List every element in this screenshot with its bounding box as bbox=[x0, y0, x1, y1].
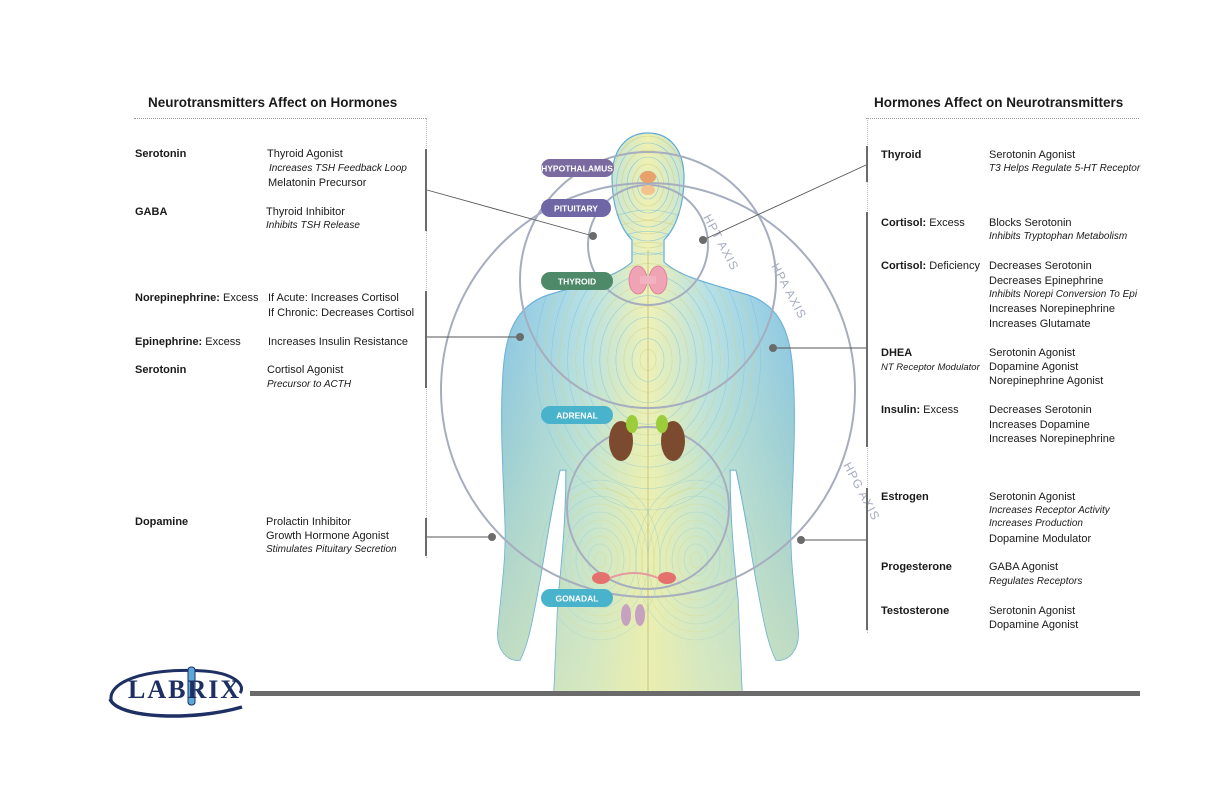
gonadal-circle bbox=[566, 426, 730, 590]
bottom-rule bbox=[250, 691, 1140, 696]
hpa-axis-circle bbox=[519, 151, 777, 409]
right-effect: Increases Glutamate bbox=[989, 318, 1091, 330]
left-effect: Thyroid Inhibitor bbox=[266, 206, 345, 218]
right-hormone-insulin: Insulin: Excess bbox=[881, 404, 959, 416]
connector-lines bbox=[426, 164, 867, 544]
right-hormone-progesterone: Progesterone bbox=[881, 561, 952, 573]
right-effect: Increases Norepinephrine bbox=[989, 303, 1115, 315]
left-title-rule bbox=[134, 118, 426, 119]
right-panel-title: Hormones Affect on Neurotransmitters bbox=[874, 95, 1124, 110]
left-effect: Growth Hormone Agonist bbox=[266, 530, 389, 542]
right-effect: Inhibits Norepi Conversion To Epi bbox=[989, 289, 1138, 300]
adrenal-kidney-organs bbox=[609, 415, 685, 461]
right-effect: Serotonin Agonist bbox=[989, 491, 1076, 503]
right-effect: Serotonin Agonist bbox=[989, 347, 1076, 359]
right-effect: Regulates Receptors bbox=[989, 576, 1083, 587]
left-effect: Melatonin Precursor bbox=[268, 177, 367, 189]
right-hormone-testosterone: Testosterone bbox=[881, 605, 950, 617]
left-nt-serotonin-2: Serotonin bbox=[135, 364, 187, 376]
right-hormone-sub: NT Receptor Modulator bbox=[881, 362, 980, 373]
right-effect: GABA Agonist bbox=[989, 561, 1059, 573]
right-effect: Increases Dopamine bbox=[989, 419, 1090, 431]
right-effect: T3 Helps Regulate 5-HT Receptor bbox=[989, 163, 1141, 174]
left-nt-norepinephrine: Norepinephrine: Excess bbox=[135, 292, 259, 304]
right-effect: Decreases Epinephrine bbox=[989, 275, 1104, 287]
left-effect: Stimulates Pituitary Secretion bbox=[266, 544, 397, 555]
left-effect: Thyroid Agonist bbox=[267, 148, 343, 160]
left-effect: Cortisol Agonist bbox=[267, 364, 344, 376]
left-bar-thyroid bbox=[425, 149, 427, 231]
right-effect: Decreases Serotonin bbox=[989, 404, 1092, 416]
right-effect: Increases Production bbox=[989, 518, 1083, 529]
right-hormone-thyroid: Thyroid bbox=[881, 149, 922, 161]
right-hormone-cortisol-deficiency: Cortisol: Deficiency bbox=[881, 260, 981, 272]
left-nt-dopamine: Dopamine bbox=[135, 516, 189, 528]
right-effect: Dopamine Agonist bbox=[989, 361, 1079, 373]
left-effect: Precursor to ACTH bbox=[267, 379, 352, 390]
right-effect: Dopamine Modulator bbox=[989, 533, 1092, 545]
right-effect: Serotonin Agonist bbox=[989, 605, 1076, 617]
left-effect: Prolactin Inhibitor bbox=[266, 516, 351, 528]
right-hormone-dhea: DHEA bbox=[881, 347, 913, 359]
thyroid-organ bbox=[628, 265, 668, 295]
right-bar-gonadal bbox=[866, 488, 868, 630]
right-bar-thyroid bbox=[866, 146, 868, 182]
left-effect: Increases Insulin Resistance bbox=[268, 336, 409, 348]
hpt-axis-label: HPT AXIS bbox=[700, 212, 741, 273]
left-nt-serotonin: Serotonin bbox=[135, 148, 187, 160]
right-title-rule bbox=[866, 118, 1139, 119]
right-effect: Norepinephrine Agonist bbox=[989, 375, 1104, 387]
right-hormone-cortisol-excess: Cortisol: Excess bbox=[881, 217, 965, 229]
labrix-logo bbox=[108, 666, 243, 718]
left-nt-epinephrine: Epinephrine: Excess bbox=[135, 336, 241, 348]
left-bar-adrenal bbox=[425, 291, 427, 388]
hpg-axis-label: HPG AXIS bbox=[840, 460, 882, 523]
left-effect: Increases TSH Feedback Loop bbox=[269, 163, 407, 174]
pituitary-label: PITUITARY bbox=[554, 204, 598, 214]
hypothalamus-pill: HYPOTHALAMUS bbox=[541, 159, 614, 177]
pituitary-pill: PITUITARY bbox=[541, 199, 611, 217]
hypothalamus-label: HYPOTHALAMUS bbox=[541, 164, 613, 174]
left-effect: If Chronic: Decreases Cortisol bbox=[268, 307, 415, 319]
right-effect: Increases Norepinephrine bbox=[989, 433, 1115, 445]
human-silhouette bbox=[497, 132, 799, 693]
gonadal-pill: GONADAL bbox=[541, 589, 613, 607]
logo-text: LABRIX bbox=[128, 675, 242, 704]
gonadal-label: GONADAL bbox=[556, 594, 599, 604]
left-bar-gonadal bbox=[425, 518, 427, 556]
hypothalamus-organ bbox=[640, 171, 656, 195]
adrenal-pill: ADRENAL bbox=[541, 406, 613, 424]
right-bar-adrenal bbox=[866, 212, 868, 447]
thyroid-label: THYROID bbox=[558, 277, 596, 287]
right-effect: Increases Receptor Activity bbox=[989, 505, 1110, 516]
right-effect: Inhibits Tryptophan Metabolism bbox=[989, 231, 1128, 242]
left-effect: If Acute: Increases Cortisol bbox=[268, 292, 399, 304]
left-panel-title: Neurotransmitters Affect on Hormones bbox=[148, 95, 398, 110]
right-hormone-estrogen: Estrogen bbox=[881, 491, 929, 503]
right-effect: Serotonin Agonist bbox=[989, 149, 1076, 161]
right-effect: Blocks Serotonin bbox=[989, 217, 1072, 229]
thyroid-pill: THYROID bbox=[541, 272, 613, 290]
left-nt-gaba: GABA bbox=[135, 206, 168, 218]
gonadal-organs bbox=[592, 572, 676, 626]
left-effect: Inhibits TSH Release bbox=[266, 220, 360, 231]
adrenal-label: ADRENAL bbox=[556, 411, 598, 421]
right-effect: Decreases Serotonin bbox=[989, 260, 1092, 272]
right-effect: Dopamine Agonist bbox=[989, 619, 1079, 631]
